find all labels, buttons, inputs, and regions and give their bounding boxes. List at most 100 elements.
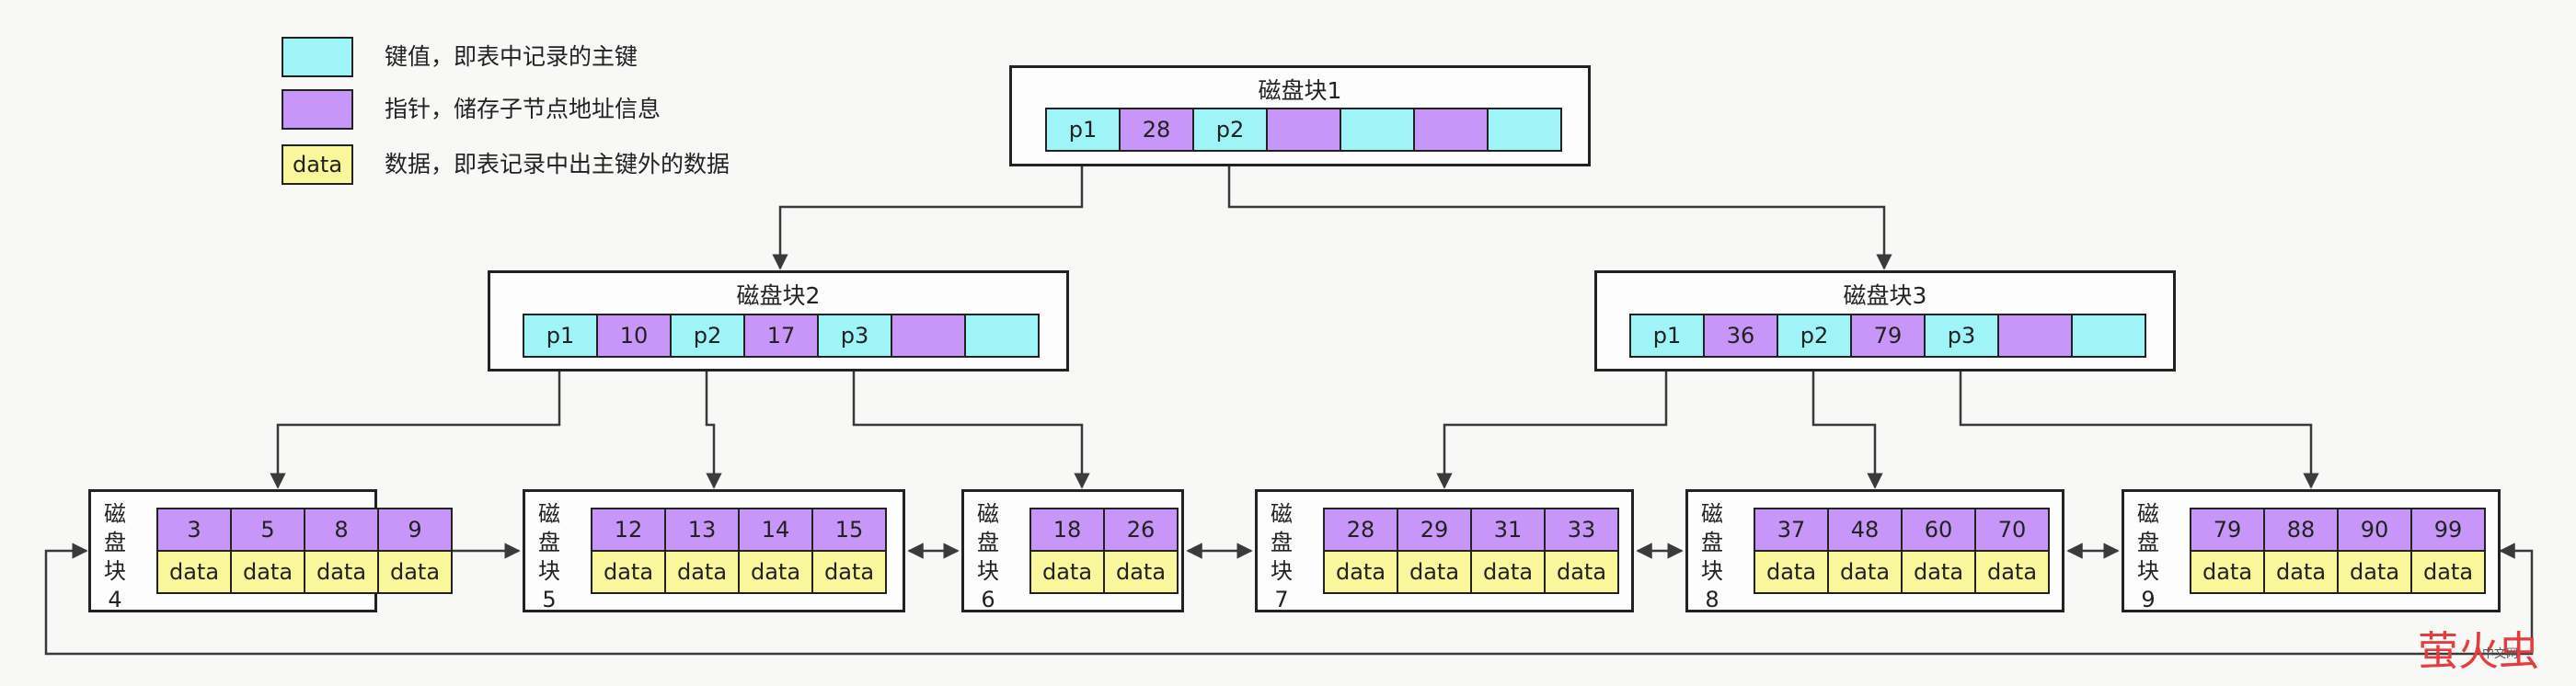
key-cell: p2 [1192, 108, 1268, 152]
leaf-key-cell: 5 [230, 508, 305, 552]
pointer-cell: 79 [1850, 314, 1926, 358]
leaf-data-cell: data [1103, 550, 1179, 594]
leaf-title-char: 块 [104, 558, 126, 584]
leaf-key-cell: 12 [591, 508, 666, 552]
leaf-title-char: 5 [542, 587, 557, 612]
leaf-key-cell: 31 [1470, 508, 1546, 552]
leaf-key-cell: 29 [1397, 508, 1472, 552]
leaf-data-cell: data [1544, 550, 1619, 594]
legend-swatch: data [282, 144, 353, 185]
leaf-title-char: 块 [977, 558, 999, 584]
leaf-data-cell: data [2190, 550, 2265, 594]
legend-label: 指针，储存子节点地址信息 [385, 96, 661, 122]
pointer-cell: 10 [596, 314, 672, 358]
leaf-key-cell: 3 [156, 508, 232, 552]
pointer-arrow [270, 357, 561, 489]
leaf-data-cell: data [1323, 550, 1398, 594]
key-cell: p1 [523, 314, 598, 358]
key-cell: p3 [817, 314, 892, 358]
leaf-title-char: 块 [1701, 558, 1723, 584]
key-cell: p2 [1777, 314, 1852, 358]
leaf-title-char: 磁 [538, 501, 560, 527]
leaf-data-cell: data [1029, 550, 1105, 594]
legend-swatch [282, 37, 353, 77]
pointer-cell: 28 [1119, 108, 1194, 152]
pointer-cell [1266, 108, 1341, 152]
watermark-logo: 萤火虫 [2418, 628, 2539, 675]
pointer-arrow [1227, 152, 1892, 270]
key-cell: p1 [1045, 108, 1121, 152]
leaf-title-char: 磁 [1271, 501, 1293, 527]
leaf-key-cell: 88 [2263, 508, 2339, 552]
leaf-key-cell: 99 [2410, 508, 2486, 552]
pointer-arrow [705, 357, 722, 489]
pointer-arrow [852, 357, 1090, 489]
leaf-data-cell: data [1827, 550, 1903, 594]
leaf-title-char: 块 [538, 558, 560, 584]
block-title: 磁盘块1 [1258, 77, 1342, 104]
pointer-arrow [1436, 357, 1668, 489]
leaf-title-char: 8 [1705, 587, 1719, 612]
leaf-title-char: 盘 [1271, 530, 1293, 555]
leaf-title-char: 磁 [104, 501, 126, 527]
pointer-arrow [1811, 357, 1883, 489]
leaf-data-cell: data [591, 550, 666, 594]
key-cell [1340, 108, 1415, 152]
leaf-key-cell: 70 [1974, 508, 2050, 552]
key-cell [964, 314, 1040, 358]
leaf-data-cell: data [1974, 550, 2050, 594]
leaf-data-cell: data [1754, 550, 1829, 594]
leaf-title-char: 块 [2137, 558, 2159, 584]
leaf-key-cell: 33 [1544, 508, 1619, 552]
key-cell: p3 [1924, 314, 1999, 358]
leaf-key-cell: 14 [738, 508, 813, 552]
key-cell: p1 [1629, 314, 1705, 358]
leaf-key-cell: 18 [1029, 508, 1105, 552]
leaf-key-cell: 60 [1901, 508, 1976, 552]
leaf-key-cell: 79 [2190, 508, 2265, 552]
block-title: 磁盘块3 [1843, 282, 1927, 309]
legend-label: 键值，即表中记录的主键 [385, 43, 638, 70]
leaf-title-char: 盘 [977, 530, 999, 555]
leaf-key-cell: 28 [1323, 508, 1398, 552]
leaf-data-cell: data [156, 550, 232, 594]
leaf-title-char: 6 [981, 587, 995, 612]
legend-swatch [282, 89, 353, 130]
leaf-title-char: 磁 [977, 501, 999, 527]
pointer-arrow [1959, 357, 2319, 489]
leaf-data-cell: data [2337, 550, 2412, 594]
leaf-data-cell: data [2263, 550, 2339, 594]
key-cell: p2 [670, 314, 745, 358]
leaf-data-cell: data [1901, 550, 1976, 594]
pointer-cell: 17 [743, 314, 819, 358]
leaf-data-cell: data [738, 550, 813, 594]
leaf-data-cell: data [1470, 550, 1546, 594]
key-cell [2071, 314, 2146, 358]
leaf-key-cell: 90 [2337, 508, 2412, 552]
leaf-title-char: 块 [1271, 558, 1293, 584]
leaf-title-char: 盘 [1701, 530, 1723, 555]
leaf-key-cell: 26 [1103, 508, 1179, 552]
leaf-title-char: 磁 [1701, 501, 1723, 527]
leaf-data-cell: data [811, 550, 887, 594]
pointer-cell [1997, 314, 2073, 358]
leaf-data-cell: data [304, 550, 379, 594]
leaf-data-cell: data [230, 550, 305, 594]
leaf-key-cell: 48 [1827, 508, 1903, 552]
leaf-data-cell: data [2410, 550, 2486, 594]
leaf-title-char: 盘 [104, 530, 126, 555]
leaf-key-cell: 9 [377, 508, 453, 552]
leaf-data-cell: data [664, 550, 740, 594]
legend-label: 数据，即表记录中出主键外的数据 [385, 151, 730, 177]
leaf-wrap-arrow [44, 543, 2534, 656]
leaf-data-cell: data [377, 550, 453, 594]
leaf-title-char: 盘 [538, 530, 560, 555]
leaf-title-char: 9 [2141, 587, 2156, 612]
watermark-subtext: 中文网 [2482, 647, 2519, 661]
leaf-key-cell: 15 [811, 508, 887, 552]
leaf-key-cell: 37 [1754, 508, 1829, 552]
leaf-key-cell: 8 [304, 508, 379, 552]
leaf-title-char: 7 [1274, 587, 1289, 612]
